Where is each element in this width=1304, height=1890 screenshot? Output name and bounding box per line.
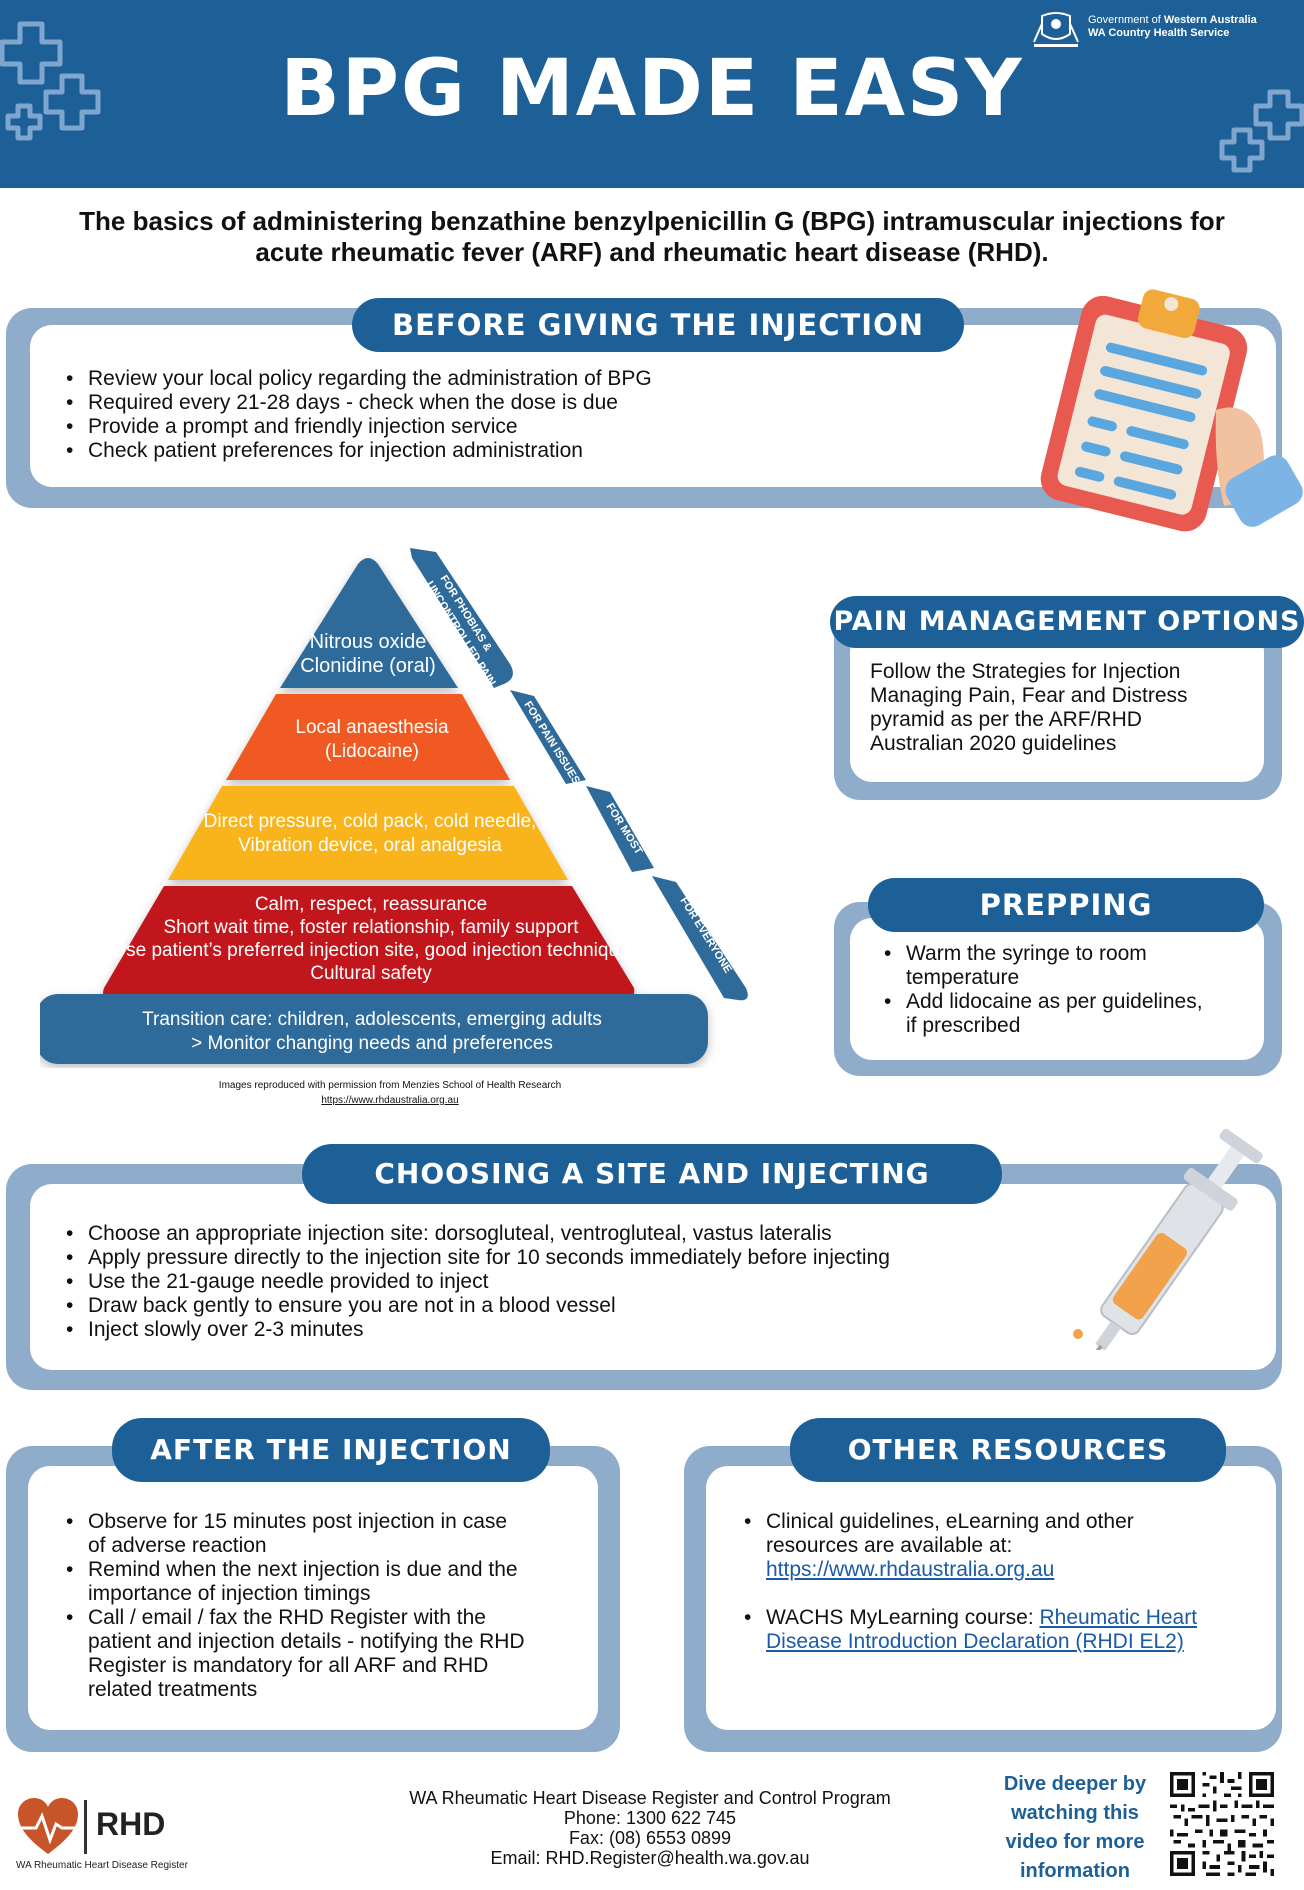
government-label: Government of Western Australia WA Count… xyxy=(1088,14,1257,39)
tier-3-label: Vibration device, oral analgesia xyxy=(238,835,502,856)
header-banner: BPG MADE EASY Government of Western Aust… xyxy=(0,0,1304,188)
base-label: Transition care: children, adolescents, … xyxy=(142,1009,602,1030)
pyramid-tier-4 xyxy=(103,886,635,1000)
tier-4-label: Short wait time, foster relationship, fa… xyxy=(163,917,579,938)
list-item: Observe for 15 minutes post injection in… xyxy=(62,1510,592,1558)
tier-1-label: Nitrous oxide xyxy=(310,631,427,653)
list-item: Review your local policy regarding the a… xyxy=(62,367,942,391)
list-item: Use the 21-gauge needle provided to inje… xyxy=(62,1270,1042,1294)
heart-icon xyxy=(18,1798,87,1854)
list-item: Inject slowly over 2-3 minutes xyxy=(62,1318,1042,1342)
after-injection-heading: AFTER THE INJECTION xyxy=(112,1418,550,1482)
after-injection-list: Observe for 15 minutes post injection in… xyxy=(62,1510,592,1702)
list-item: Add lidocaine as per guidelines,if presc… xyxy=(880,990,1260,1038)
before-injection-list: Review your local policy regarding the a… xyxy=(62,367,942,463)
rhd-logo-subtitle: WA Rheumatic Heart Disease Register xyxy=(16,1860,188,1871)
list-item: Clinical guidelines, eLearning and other… xyxy=(740,1510,1270,1582)
list-item: Draw back gently to ensure you are not i… xyxy=(62,1294,1042,1318)
rhdi-course-link[interactable]: Disease Introduction Declaration (RHDI E… xyxy=(766,1630,1184,1653)
list-item: Provide a prompt and friendly injection … xyxy=(62,415,942,439)
syringe-icon xyxy=(1073,1128,1263,1350)
choosing-site-heading: CHOOSING A SITE AND INJECTING xyxy=(302,1144,1002,1204)
before-injection-heading: BEFORE GIVING THE INJECTION xyxy=(352,298,964,352)
pyramid-tier-1 xyxy=(280,558,458,688)
list-item: WACHS MyLearning course: Rheumatic Heart… xyxy=(740,1606,1270,1654)
choosing-site-list: Choose an appropriate injection site: do… xyxy=(62,1222,1042,1342)
list-item: Call / email / fax the RHD Register with… xyxy=(62,1606,592,1702)
tier-1-label: Clonidine (oral) xyxy=(300,655,436,677)
arrow-label: FOR PAIN ISSUES xyxy=(521,699,582,786)
other-resources-list: Clinical guidelines, eLearning and other… xyxy=(740,1510,1270,1654)
video-callout: Dive deeper by watching this video for m… xyxy=(1003,1773,1147,1882)
tier-2-label: Local anaesthesia xyxy=(295,717,449,738)
pain-management-content xyxy=(850,630,1264,782)
subtitle: The basics of administering benzathine b… xyxy=(79,206,1225,267)
tier-3-label: Direct pressure, cold pack, cold needle, xyxy=(204,811,537,832)
prepping-heading: PREPPING xyxy=(868,878,1264,932)
tier-4-label: Cultural safety xyxy=(310,963,432,984)
pyramid-tier-3 xyxy=(168,786,568,880)
tier-4-label: Calm, respect, reassurance xyxy=(255,894,487,915)
tier-2-label: (Lidocaine) xyxy=(325,741,419,762)
pain-management-pyramid: Nitrous oxide Clonidine (oral) Local ana… xyxy=(40,548,748,1064)
rhd-australia-link[interactable]: https://www.rhdaustralia.org.au xyxy=(766,1558,1055,1581)
credit-link[interactable]: https://www.rhdaustralia.org.au xyxy=(321,1095,459,1106)
page-title: BPG MADE EASY xyxy=(280,44,1024,134)
image-credit: Images reproduced with permission from M… xyxy=(160,1078,620,1108)
rhd-logo: RHD xyxy=(16,1796,186,1863)
pyramid-base xyxy=(40,994,708,1064)
list-item: Remind when the next injection is due an… xyxy=(62,1558,592,1606)
rhdi-course-link[interactable]: Rheumatic Heart xyxy=(1039,1606,1198,1629)
medical-cross-decoration-icon xyxy=(1219,89,1304,173)
list-item: Apply pressure directly to the injection… xyxy=(62,1246,1042,1270)
arrow-phobias xyxy=(410,548,513,688)
government-crest-icon xyxy=(1033,12,1079,47)
pain-management-text: Follow the Strategies for Injection Mana… xyxy=(870,660,1188,755)
arrow-everyone xyxy=(652,876,748,1001)
contact-info: WA Rheumatic Heart Disease Register and … xyxy=(409,1788,891,1868)
other-resources-heading: OTHER RESOURCES xyxy=(790,1418,1226,1482)
pyramid-tier-2 xyxy=(226,694,510,780)
arrow-most xyxy=(586,786,654,872)
list-item: Required every 21-28 days - check when t… xyxy=(62,391,942,415)
rhd-logo-text: RHD xyxy=(96,1806,166,1842)
clipboard-icon xyxy=(1040,289,1303,532)
medical-cross-decoration-icon xyxy=(0,21,101,141)
tier-4-label: Use patient’s preferred injection site, … xyxy=(112,940,629,961)
pain-management-heading: PAIN MANAGEMENT OPTIONS xyxy=(830,596,1304,648)
arrow-pain-issues xyxy=(510,690,586,784)
list-item: Check patient preferences for injection … xyxy=(62,439,942,463)
qr-code-icon[interactable] xyxy=(1170,1772,1274,1876)
base-label: > Monitor changing needs and preferences xyxy=(191,1033,553,1054)
list-item: Choose an appropriate injection site: do… xyxy=(62,1222,1042,1246)
